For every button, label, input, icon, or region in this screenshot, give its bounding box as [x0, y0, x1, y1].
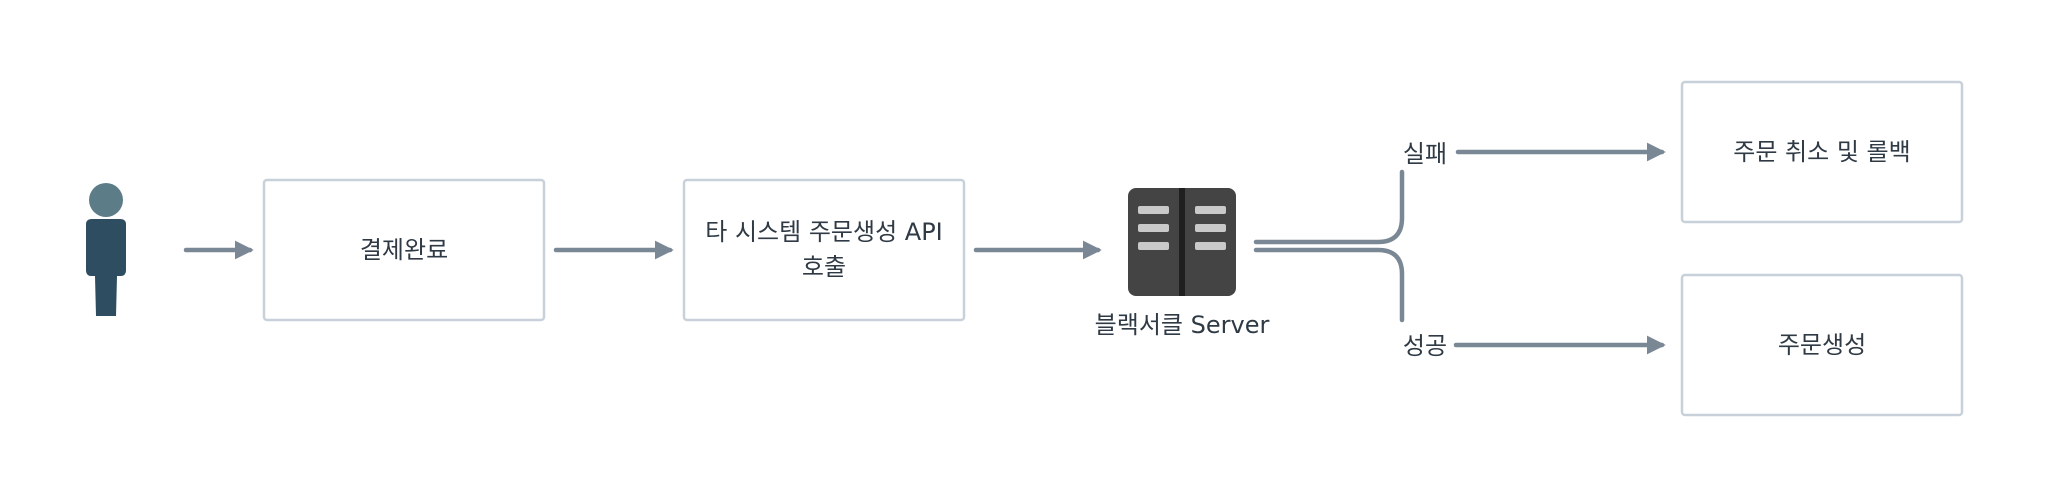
server-icon — [1128, 188, 1236, 296]
failure-label: 실패 — [1403, 140, 1447, 168]
success-label: 성공 — [1403, 332, 1447, 360]
external-api-label-line2: 호출 — [802, 253, 846, 281]
payment-complete-label: 결제완료 — [360, 236, 448, 264]
user-icon — [86, 183, 126, 316]
order-create-box: 주문생성 — [1680, 273, 1964, 417]
order-create-label: 주문생성 — [1778, 331, 1866, 359]
cancel-rollback-box: 주문 취소 및 롤백 — [1680, 80, 1964, 224]
external-api-label-line1: 타 시스템 주문생성 API — [705, 218, 943, 246]
payment-complete-box: 결제완료 — [262, 178, 546, 322]
server-label: 블랙서클 Server — [1095, 311, 1270, 339]
external-api-box: 타 시스템 주문생성 API 호출 — [682, 178, 966, 322]
connector-to-failure — [1253, 169, 1405, 245]
connector-to-success — [1253, 247, 1405, 323]
cancel-rollback-label: 주문 취소 및 롤백 — [1733, 138, 1910, 166]
